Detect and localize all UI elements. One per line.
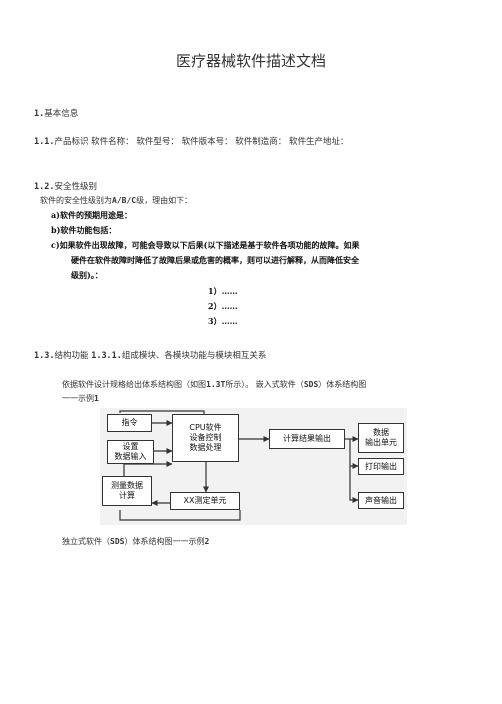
data-output-unit-box: 数据输出单元 xyxy=(358,423,404,453)
failure-line-3: 级别)。： xyxy=(71,270,103,280)
measurement-calc-box: 测量数据计算 xyxy=(102,476,152,506)
architecture-paragraph-line-2: 一一示例1 xyxy=(62,394,99,403)
cpu-software-box: CPU软件设备控制数据处理 xyxy=(172,414,239,462)
sound-output-box: 声音输出 xyxy=(358,492,404,509)
intended-use-line: a)软件的预期用途是： xyxy=(51,210,132,220)
architecture-paragraph-line-1: 依据软件设计规格给出体系结构图（如图1.3T所示）。 嵌入式软件（SDS）体系结… xyxy=(62,380,367,389)
section-1-3-heading: 1.3.结构功能 1.3.1.组成模块、各模块功能与模块相互关系 xyxy=(34,351,267,361)
section-1-heading: 1.基本信息 xyxy=(34,109,79,119)
failure-line-2: 硬件在软件故障时降低了故障后果或危害的概率，则可以进行解释，从而降低安全 xyxy=(71,255,359,265)
section-1-1-heading: 1.1.产品标识 软件名称： 软件型号： 软件版本号： 软件制造商： 软件生产地… xyxy=(34,137,349,147)
functions-line: b)软件功能包括： xyxy=(51,225,117,235)
section-1-2-heading: 1.2.安全性级别 xyxy=(34,182,97,192)
xx-measurement-unit-box: XX测定单元 xyxy=(170,492,240,510)
standalone-architecture-caption: 独立式软件（SDS）体系结构图一一示例2 xyxy=(62,537,210,546)
consequence-item-2: 2）…… xyxy=(208,301,238,311)
print-output-box: 打印输出 xyxy=(358,458,404,475)
calc-result-output-box: 计算结果输出 xyxy=(269,429,345,449)
consequence-item-1: 1）…… xyxy=(208,286,238,296)
diagram-connectors xyxy=(119,410,359,521)
safety-level-line: 软件的安全性级别为A/B/C级，理由如下： xyxy=(40,196,193,205)
architecture-diagram: 指令 设置数据输入 CPU软件设备控制数据处理 测量数据计算 XX测定单元 计算… xyxy=(100,408,407,525)
document-title: 医疗器械软件描述文档 xyxy=(175,52,326,70)
setup-input-box: 设置数据输入 xyxy=(107,440,154,464)
instruction-box: 指令 xyxy=(107,414,152,432)
consequence-item-3: 3）…… xyxy=(208,316,238,326)
failure-line-1: c)如果软件出现故障，可能会导致以下后果(以下描述是基于软件各项功能的故障。如果 xyxy=(51,240,360,250)
